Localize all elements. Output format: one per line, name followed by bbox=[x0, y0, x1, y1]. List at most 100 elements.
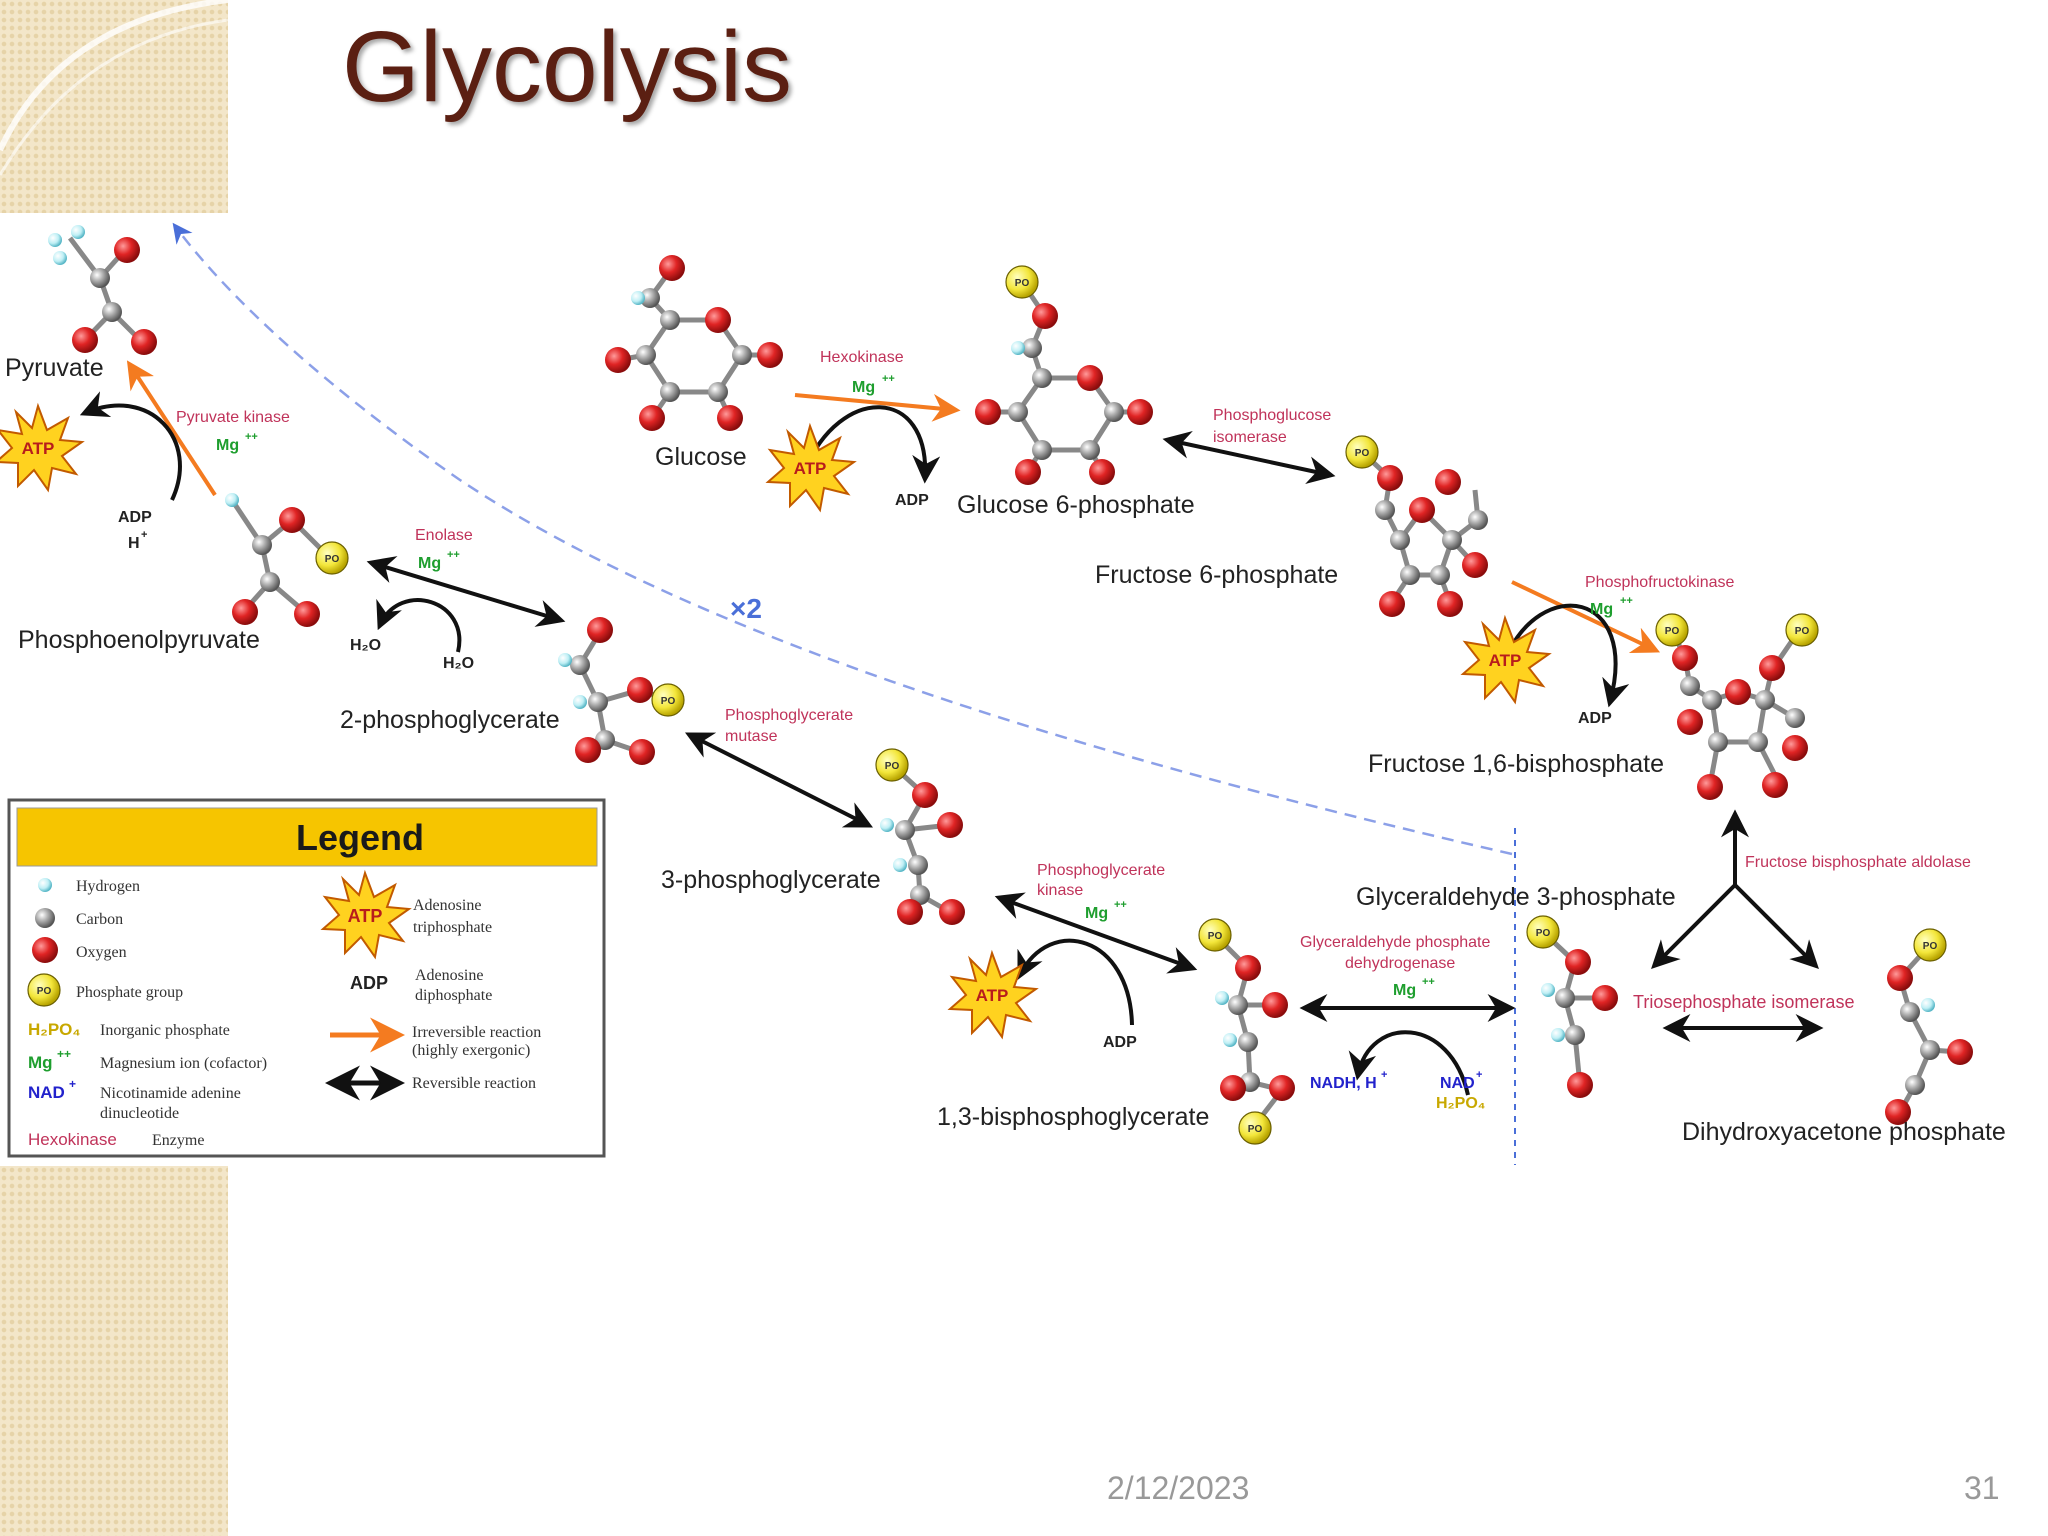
glucose-label: Glucose bbox=[655, 443, 747, 471]
tpi-label: Triosephosphate isomerase bbox=[1633, 992, 1854, 1012]
pyruvate-kinase-step: ATP ADP H + Pyruvate kinase Mg ++ bbox=[0, 360, 290, 552]
mg-sup: ++ bbox=[1620, 595, 1633, 607]
legend-mg-sup: ++ bbox=[57, 1047, 71, 1061]
mg-label: Mg bbox=[1590, 601, 1613, 618]
glucose-6-phosphate-label: Glucose 6-phosphate bbox=[957, 491, 1195, 519]
legend-atp-text-1: Adenosine bbox=[413, 897, 481, 914]
legend-atp-symbol: ATP bbox=[348, 906, 383, 926]
aldolase-label: Fructose bisphosphate aldolase bbox=[1745, 854, 1971, 871]
g3p-molecule bbox=[1526, 915, 1618, 1098]
glucose-molecule bbox=[605, 255, 783, 431]
triosephosphate-isomerase-step: Triosephosphate isomerase bbox=[1633, 992, 1854, 1042]
aldolase-step: Fructose bisphosphate aldolase bbox=[1651, 809, 1971, 969]
legend-hydrogen: Hydrogen bbox=[76, 878, 140, 895]
adp-label: ADP bbox=[1578, 710, 1612, 727]
g3p-label: Glyceraldehyde 3-phosphate bbox=[1356, 883, 1676, 911]
pfk-label: Phosphofructokinase bbox=[1585, 574, 1735, 591]
footer-page-number: 31 bbox=[1964, 1470, 2000, 1506]
h2o-label: H₂O bbox=[350, 637, 381, 654]
footer-date: 2/12/2023 bbox=[1107, 1470, 1250, 1506]
mg-sup: ++ bbox=[245, 431, 258, 443]
nad-sup: + bbox=[1476, 1069, 1482, 1081]
adp-label: ADP bbox=[1103, 1034, 1137, 1051]
legend-box: Legend Hydrogen Carbon Oxygen Phosphate … bbox=[7, 798, 606, 1158]
mg-sup: ++ bbox=[1422, 976, 1435, 988]
mg-sup: ++ bbox=[447, 549, 460, 561]
legend-irreversible-text-2: (highly exergonic) bbox=[412, 1042, 530, 1059]
nadh-label: NADH, H bbox=[1310, 1075, 1377, 1092]
13-bisphosphoglycerate-molecule bbox=[1198, 918, 1295, 1145]
legend-mg-symbol: Mg bbox=[28, 1053, 53, 1072]
gapdh-label-2: dehydrogenase bbox=[1345, 955, 1455, 972]
pgm-label-2: mutase bbox=[725, 728, 778, 745]
legend-carbon: Carbon bbox=[76, 911, 123, 928]
pgk-label-1: Phosphoglycerate bbox=[1037, 862, 1165, 879]
phosphoglycerate-mutase-step: Phosphoglycerate mutase bbox=[685, 707, 873, 828]
mg-sup: ++ bbox=[1114, 899, 1127, 911]
legend-nad-text-2: dinucleotide bbox=[100, 1105, 179, 1122]
atp-label: ATP bbox=[794, 459, 827, 478]
legend-irreversible-text-1: Irreversible reaction bbox=[412, 1024, 541, 1041]
13-bisphosphoglycerate-label: 1,3-bisphosphoglycerate bbox=[937, 1103, 1209, 1131]
dhap-molecule bbox=[1885, 928, 1973, 1125]
phosphofructokinase-step: ATP ADP Phosphofructokinase Mg ++ bbox=[1462, 574, 1735, 727]
dhap-label: Dihydroxyacetone phosphate bbox=[1682, 1118, 2006, 1146]
phosphoglycerate-kinase-step: ATP ADP Phosphoglycerate kinase Mg ++ bbox=[949, 862, 1198, 1051]
h2po4-label: H₂PO₄ bbox=[1436, 1095, 1485, 1112]
3-phosphoglycerate-label: 3-phosphoglycerate bbox=[661, 866, 881, 894]
mg-label: Mg bbox=[1085, 905, 1108, 922]
pyruvate-kinase-label: Pyruvate kinase bbox=[176, 409, 290, 426]
times-two-label: ×2 bbox=[730, 593, 762, 624]
fructose-6-phosphate-label: Fructose 6-phosphate bbox=[1095, 561, 1338, 589]
h-plus-sup: + bbox=[141, 529, 147, 541]
legend-nad-sup: + bbox=[69, 1077, 76, 1091]
fructose-16-bisphosphate-label: Fructose 1,6-bisphosphate bbox=[1368, 750, 1664, 778]
pyruvate-molecule bbox=[48, 225, 157, 355]
2-phosphoglycerate-label: 2-phosphoglycerate bbox=[340, 706, 560, 734]
legend-mg-text: Magnesium ion (cofactor) bbox=[100, 1055, 267, 1072]
legend-title: Legend bbox=[296, 817, 424, 858]
phosphoglucose-isomerase-step: Phosphoglucose isomerase bbox=[1162, 407, 1336, 484]
hexokinase-label: Hexokinase bbox=[820, 349, 904, 366]
legend-adp-text-1: Adenosine bbox=[415, 967, 483, 984]
legend-enzyme-text: Enzyme bbox=[152, 1132, 204, 1149]
mg-label: Mg bbox=[852, 379, 875, 396]
adp-label: ADP bbox=[895, 492, 929, 509]
3-phosphoglycerate-molecule bbox=[875, 748, 965, 925]
fructose-16-bisphosphate-molecule bbox=[1655, 613, 1819, 800]
fructose-6-phosphate-molecule bbox=[1345, 435, 1488, 617]
h2o-label: H₂O bbox=[443, 655, 474, 672]
mg-label: Mg bbox=[216, 437, 239, 454]
pgi-label-1: Phosphoglucose bbox=[1213, 407, 1331, 424]
pgi-label-2: isomerase bbox=[1213, 429, 1287, 446]
legend-phosphate: Phosphate group bbox=[76, 984, 183, 1001]
legend-h2po4-symbol: H₂PO₄ bbox=[28, 1020, 81, 1039]
pgm-label-1: Phosphoglycerate bbox=[725, 707, 853, 724]
hexokinase-step: ATP ADP Hexokinase Mg ++ bbox=[767, 349, 961, 511]
slide-title: Glycolysis bbox=[342, 11, 793, 123]
mg-label: Mg bbox=[418, 555, 441, 572]
atp-label: ATP bbox=[976, 986, 1009, 1005]
phosphoenolpyruvate-molecule bbox=[225, 493, 349, 627]
pgk-label-2: kinase bbox=[1037, 882, 1083, 899]
nadh-sup: + bbox=[1381, 1069, 1387, 1081]
legend-nad-text-1: Nicotinamide adenine bbox=[100, 1085, 241, 1102]
gapdh-step: Glyceraldehyde phosphate dehydrogenase M… bbox=[1299, 934, 1516, 1112]
nad-label: NAD bbox=[1440, 1075, 1475, 1092]
glucose-6-phosphate-molecule bbox=[975, 265, 1153, 485]
h-plus-label: H bbox=[128, 535, 140, 552]
atp-label: ATP bbox=[22, 439, 55, 458]
decorative-pattern-bottom bbox=[0, 1166, 228, 1536]
legend-nad-symbol: NAD bbox=[28, 1083, 65, 1102]
pyruvate-label: Pyruvate bbox=[5, 354, 104, 382]
2-phosphoglycerate-molecule bbox=[558, 617, 685, 765]
legend-atp-text-2: triphosphate bbox=[413, 919, 492, 936]
enolase-label: Enolase bbox=[415, 527, 473, 544]
phosphoenolpyruvate-label: Phosphoenolpyruvate bbox=[18, 626, 260, 654]
mg-label: Mg bbox=[1393, 982, 1416, 999]
legend-reversible-text: Reversible reaction bbox=[412, 1075, 536, 1092]
legend-adp-text-2: diphosphate bbox=[415, 987, 492, 1004]
enolase-step: Enolase Mg ++ H₂O H₂O bbox=[350, 527, 566, 672]
legend-oxygen: Oxygen bbox=[76, 944, 127, 961]
